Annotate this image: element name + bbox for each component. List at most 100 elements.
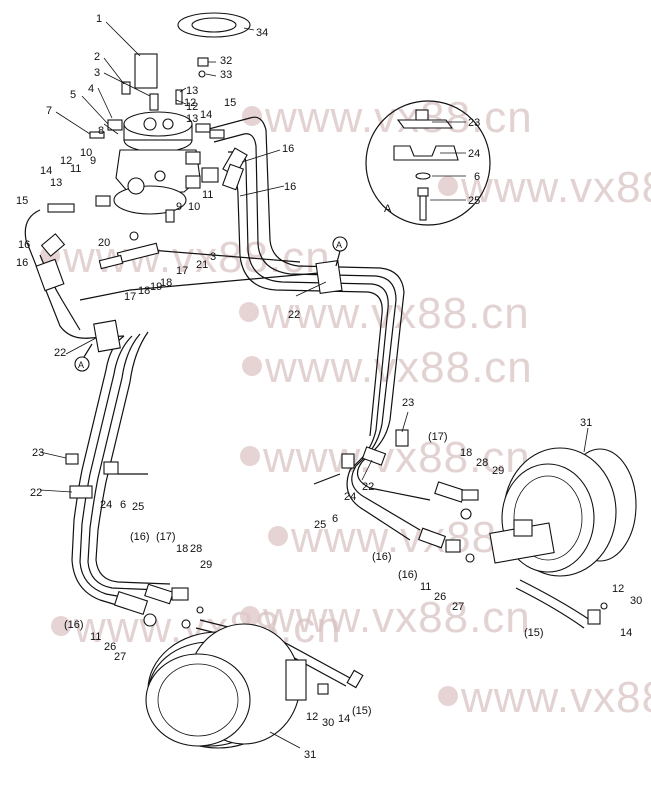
hose-end xyxy=(35,258,65,292)
callout: 23 xyxy=(468,117,480,129)
clamp-bracket xyxy=(393,145,459,161)
callout: 6 xyxy=(474,171,480,183)
callout: 2 xyxy=(94,51,100,63)
callout: 33 xyxy=(220,69,232,81)
marker-letter: A xyxy=(336,240,342,250)
pipe-clamp-mid xyxy=(69,485,93,499)
watermark-10: www.vx88.cn xyxy=(438,673,651,722)
watermark-text: www.vx88.cn xyxy=(264,343,533,392)
callout: 11 xyxy=(202,189,213,201)
callout: (16) xyxy=(64,619,84,631)
bolt-shank xyxy=(419,195,427,221)
callout: 30 xyxy=(322,717,334,729)
callout: 25 xyxy=(132,501,144,513)
callout: 27 xyxy=(114,651,126,663)
callout: 6 xyxy=(120,499,126,511)
callout-labels: 1 2 3 4 5 7 8 9 9 10 10 11 11 12 12 13 1… xyxy=(16,13,642,761)
watermark-text: www.vx88.cn xyxy=(264,93,533,142)
callout: 22 xyxy=(54,347,66,359)
callout: 6 xyxy=(332,513,338,525)
callout: 31 xyxy=(580,417,592,429)
callout: (17) xyxy=(428,431,448,443)
view-marker-top: A xyxy=(332,236,348,267)
detail-letter: A xyxy=(384,203,392,215)
callout: 3 xyxy=(210,251,216,263)
callout: (16) xyxy=(130,531,150,543)
fitting xyxy=(107,119,123,131)
callout: 8 xyxy=(98,125,104,137)
callout: 12 xyxy=(186,101,198,113)
callout: 18 xyxy=(160,277,172,289)
callout: 28 xyxy=(476,457,488,469)
callout: 1 xyxy=(96,13,102,25)
watermark-2: www.vx88.cn xyxy=(438,163,651,212)
callout: 27 xyxy=(452,601,464,613)
callout: (17) xyxy=(156,531,176,543)
watermark-3: www.vx88.cn xyxy=(40,233,330,282)
callout: (15) xyxy=(524,627,544,639)
callout: 24 xyxy=(100,499,112,511)
callout: 22 xyxy=(362,481,374,493)
callout: 24 xyxy=(468,148,480,160)
clamp-plate-left xyxy=(103,461,119,475)
callout: 34 xyxy=(256,27,268,39)
callout: 21 xyxy=(196,259,208,271)
callout: 12 xyxy=(612,583,624,595)
motor-drum xyxy=(145,653,251,747)
callout: 13 xyxy=(50,177,62,189)
callout: 17 xyxy=(176,265,188,277)
callout: 13 xyxy=(186,113,198,125)
callout: 11 xyxy=(420,581,431,593)
bolt-right xyxy=(313,473,341,485)
callout: 16 xyxy=(282,143,294,155)
marker-letter: A xyxy=(78,360,84,370)
callout: 12 xyxy=(184,97,196,109)
callout: 29 xyxy=(492,465,504,477)
watermark-layer: www.vx88.cn www.vx88.cn www.vx88.cn www.… xyxy=(40,93,651,722)
pipe-clamp-right xyxy=(361,446,387,466)
right-travel-motor xyxy=(417,447,637,625)
callout: 26 xyxy=(104,641,116,653)
callout: 7 xyxy=(46,105,52,117)
callout: 14 xyxy=(620,627,632,639)
callout: 10 xyxy=(80,147,92,159)
callout: 11 xyxy=(90,631,101,643)
watermark-1: www.vx88.cn xyxy=(242,93,533,142)
bolt-head xyxy=(417,187,429,197)
pipe-clamp-left xyxy=(93,319,121,353)
callout: 16 xyxy=(284,181,296,193)
clamp-plate-left2 xyxy=(65,453,79,465)
clamp-plate-right xyxy=(395,429,409,447)
callout: 15 xyxy=(16,195,28,207)
detail-view-a: 23 24 6 25 A xyxy=(365,100,491,226)
callout: 23 xyxy=(402,397,414,409)
callout: 22 xyxy=(30,487,42,499)
view-marker-left: A xyxy=(74,343,93,372)
callout: 10 xyxy=(188,201,200,213)
callout: 25 xyxy=(314,519,326,531)
callout: 17 xyxy=(124,291,136,303)
callout: 24 xyxy=(344,491,356,503)
callout: 16 xyxy=(16,257,28,269)
callout: 14 xyxy=(200,109,212,121)
watermark-4: www.vx88.cn xyxy=(239,289,529,338)
clamp-nut xyxy=(415,109,429,121)
watermark-text: www.vx88.cn xyxy=(262,593,531,642)
watermark-text: www.vx88.cn xyxy=(460,673,651,722)
callout: 14 xyxy=(338,713,350,725)
watermark-5: www.vx88.cn xyxy=(242,343,533,392)
callout: (16) xyxy=(398,569,418,581)
callout: 30 xyxy=(630,595,642,607)
bracket-plate xyxy=(134,53,158,89)
watermark-text: www.vx88.cn xyxy=(460,163,651,212)
callout: 5 xyxy=(70,89,76,101)
washer xyxy=(415,172,431,180)
callout: 13 xyxy=(186,85,198,97)
callout: 9 xyxy=(90,155,96,167)
callout: (15) xyxy=(352,705,372,717)
callout: 9 xyxy=(176,201,182,213)
leader-lines xyxy=(39,21,589,749)
callout: 18 xyxy=(460,447,472,459)
